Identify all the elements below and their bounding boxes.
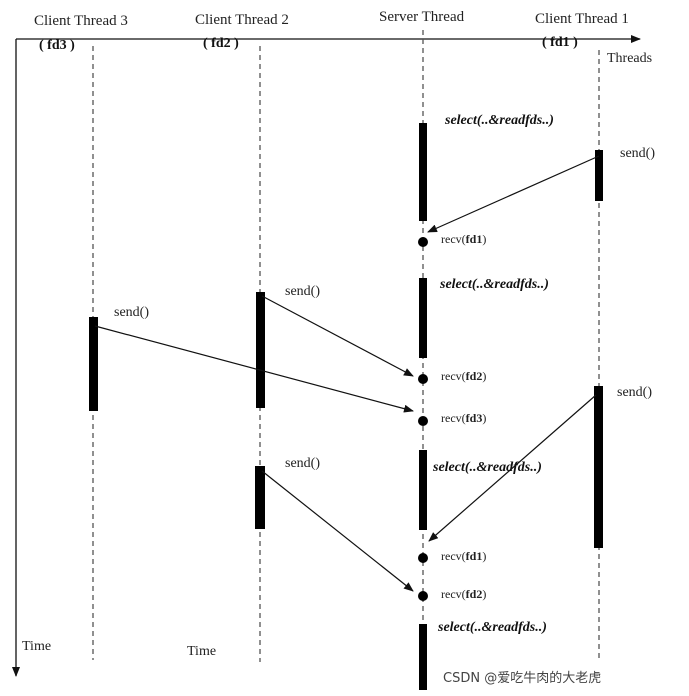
select-label: select(..&readfds..) [437, 620, 547, 635]
server-select-bar [419, 278, 427, 358]
client-thread-1-header: Client Thread 1 [535, 11, 629, 27]
recv-dot [418, 237, 428, 247]
csdn-watermark: CSDN @爱吃牛肉的大老虎 [443, 670, 601, 686]
send-label: send() [617, 385, 652, 400]
send-label: send() [285, 456, 320, 471]
send-arrow [427, 155, 600, 233]
time-label-2: Time [187, 644, 216, 659]
server-thread-header: Server Thread [379, 9, 465, 25]
recv-dot [418, 416, 428, 426]
client-thread-3-send-bar [89, 317, 98, 411]
client-thread-1-send-bar [594, 386, 603, 548]
send-arrow [94, 325, 414, 413]
client-thread-3-header: Client Thread 3 [34, 13, 128, 29]
client-thread-2-fd: ( fd2 ) [203, 36, 239, 51]
client-thread-2-send-bar [255, 466, 265, 529]
client-thread-2-header: Client Thread 2 [195, 12, 289, 28]
threads-axis-label: Threads [607, 51, 652, 66]
send-arrow [428, 394, 597, 542]
server-select-bar [419, 450, 427, 530]
send-label: send() [114, 305, 149, 320]
select-label: select(..&readfds..) [432, 460, 542, 475]
recv-dot [418, 591, 428, 601]
client-thread-1-fd: ( fd1 ) [542, 35, 578, 50]
send-label: send() [285, 284, 320, 299]
server-select-bar [419, 624, 427, 690]
send-arrow [261, 470, 414, 592]
recv-label: recv(fd2) [441, 587, 486, 601]
recv-dot [418, 374, 428, 384]
select-label: select(..&readfds..) [439, 277, 549, 292]
select-label: select(..&readfds..) [444, 113, 554, 128]
recv-label: recv(fd1) [441, 232, 486, 246]
recv-label: recv(fd3) [441, 411, 486, 425]
recv-dot [418, 553, 428, 563]
server-select-bar [419, 123, 427, 221]
send-label: send() [620, 146, 655, 161]
recv-label: recv(fd2) [441, 369, 486, 383]
client-thread-1-send-bar [595, 150, 603, 201]
send-arrow [261, 295, 414, 377]
client-thread-3-fd: ( fd3 ) [39, 38, 75, 53]
recv-label: recv(fd1) [441, 549, 486, 563]
client-thread-2-send-bar [256, 292, 265, 408]
time-axis-label: Time [22, 639, 51, 654]
